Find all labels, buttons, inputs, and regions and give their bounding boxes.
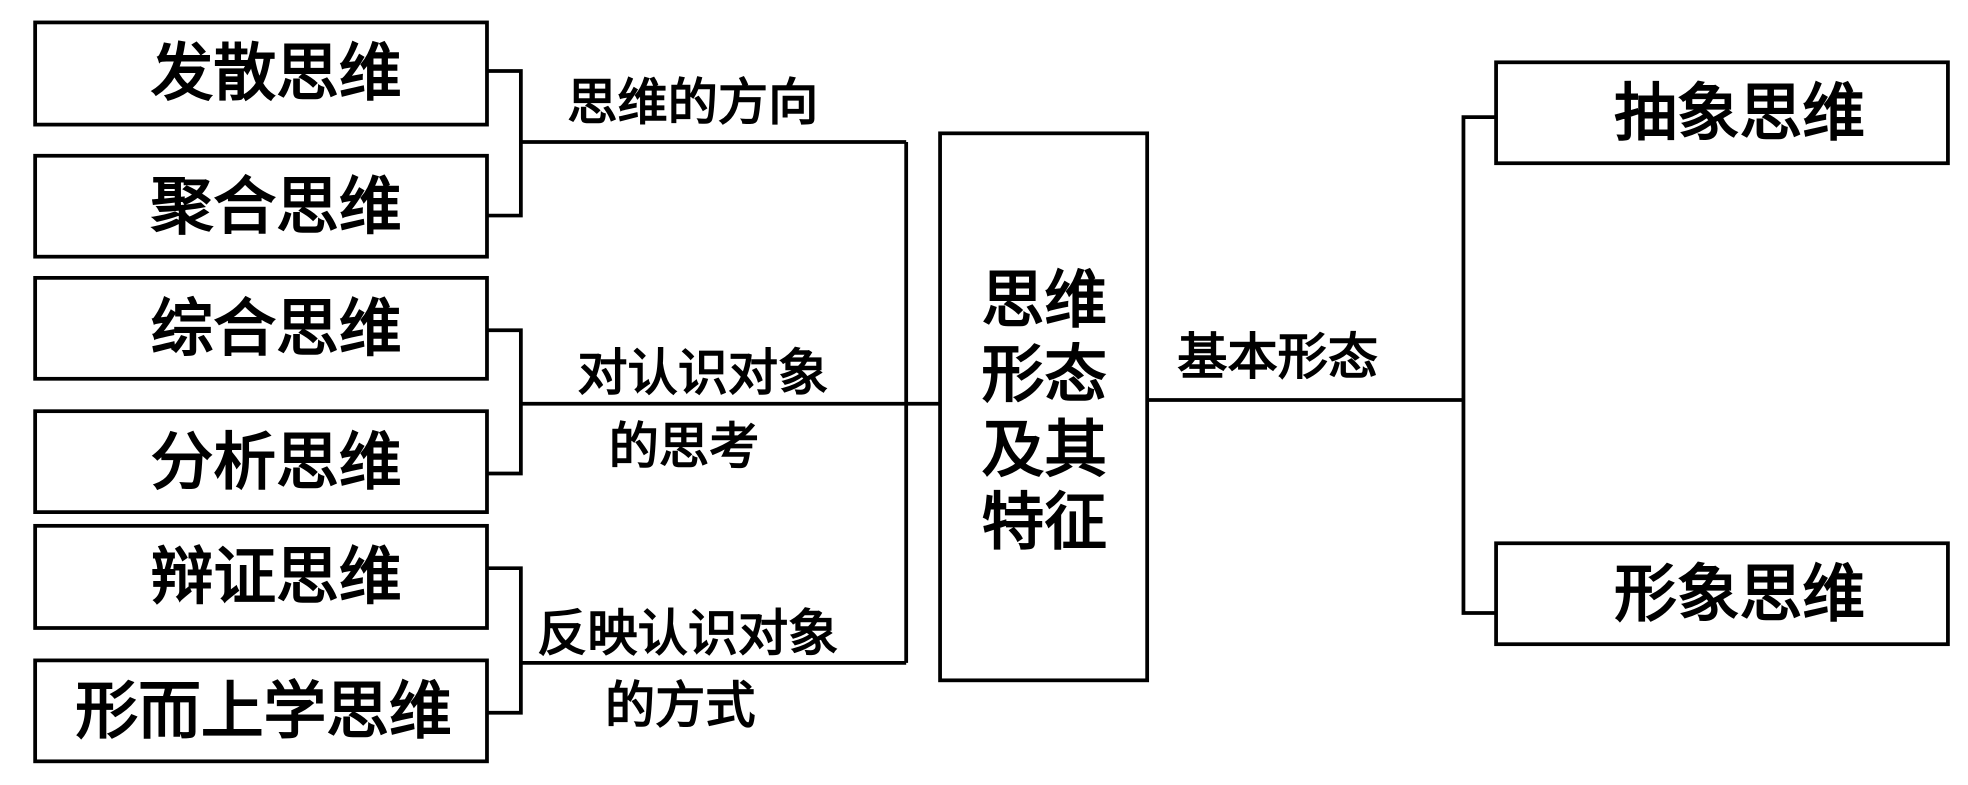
box-label: 发散思维 bbox=[151, 36, 402, 110]
center-line-4: 特征 bbox=[981, 484, 1106, 558]
box-label: 辩证思维 bbox=[151, 539, 402, 613]
label-thinking-line2: 的思考 bbox=[609, 417, 760, 476]
label-mode-line1: 反映认识对象 bbox=[537, 604, 838, 663]
connector-right bbox=[1147, 115, 1497, 615]
left-box-convergent: 聚合思维 bbox=[33, 153, 489, 259]
box-label: 抽象思维 bbox=[1614, 76, 1865, 150]
connector-group-2 bbox=[486, 328, 941, 476]
center-line-3: 及其 bbox=[981, 412, 1106, 486]
center-line-1: 思维 bbox=[981, 263, 1106, 337]
label-thinking-line1: 对认识对象 bbox=[577, 343, 828, 402]
right-box-abstract: 抽象思维 bbox=[1494, 60, 1950, 166]
left-box-analysis: 分析思维 bbox=[33, 409, 489, 514]
box-label: 分析思维 bbox=[151, 425, 402, 499]
connector-group-3 bbox=[486, 566, 907, 715]
left-box-metaphysical: 形而上学思维 bbox=[33, 658, 489, 764]
center-line-2: 形态 bbox=[981, 337, 1106, 411]
left-box-divergent: 发散思维 bbox=[33, 20, 489, 127]
label-mode-line2: 的方式 bbox=[605, 676, 756, 735]
label-direction: 思维的方向 bbox=[567, 73, 818, 132]
left-box-dialectical: 辩证思维 bbox=[33, 523, 489, 630]
right-box-imagery: 形象思维 bbox=[1494, 541, 1950, 647]
box-label: 聚合思维 bbox=[150, 169, 402, 243]
label-basic-forms: 基本形态 bbox=[1177, 327, 1378, 386]
center-box: 思维 形态 及其 特征 bbox=[938, 131, 1150, 683]
connector-group-1 bbox=[486, 69, 907, 218]
box-label: 综合思维 bbox=[151, 291, 402, 365]
box-label: 形而上学思维 bbox=[75, 674, 451, 748]
box-label: 形象思维 bbox=[1614, 557, 1865, 631]
left-box-synthesis: 综合思维 bbox=[33, 275, 489, 381]
